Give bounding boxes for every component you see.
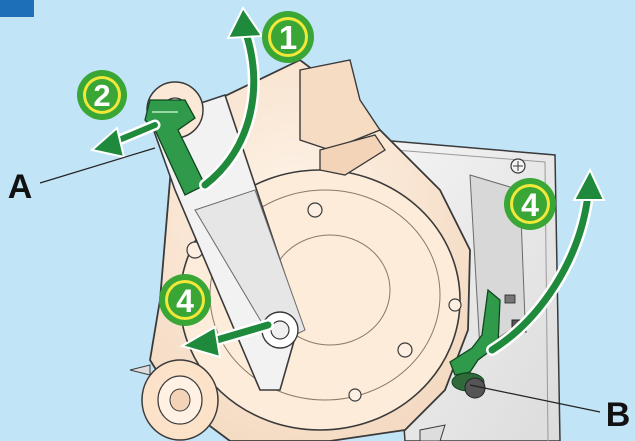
callout-label-b: B (606, 396, 631, 434)
step-number: 2 (93, 78, 110, 113)
callout-label-a: A (8, 168, 33, 206)
callout-line-b (469, 384, 601, 413)
straight-arrow-icon (179, 319, 274, 359)
step-number: 4 (521, 187, 539, 223)
step-number: 1 (279, 19, 297, 56)
clip-icon (449, 288, 501, 399)
callout-line-a (39, 147, 156, 184)
curved-arrow-icon (199, 6, 264, 191)
step-badge-2: 2 (77, 70, 127, 120)
step-badge-1: 1 (262, 11, 314, 63)
step-badge-4-left: 4 (159, 274, 211, 326)
step-badge-4-right: 4 (504, 178, 556, 230)
corner-tab (0, 0, 34, 17)
step-number: 4 (176, 283, 194, 319)
straight-arrow-icon (89, 119, 161, 159)
curved-arrow-icon (486, 167, 606, 356)
